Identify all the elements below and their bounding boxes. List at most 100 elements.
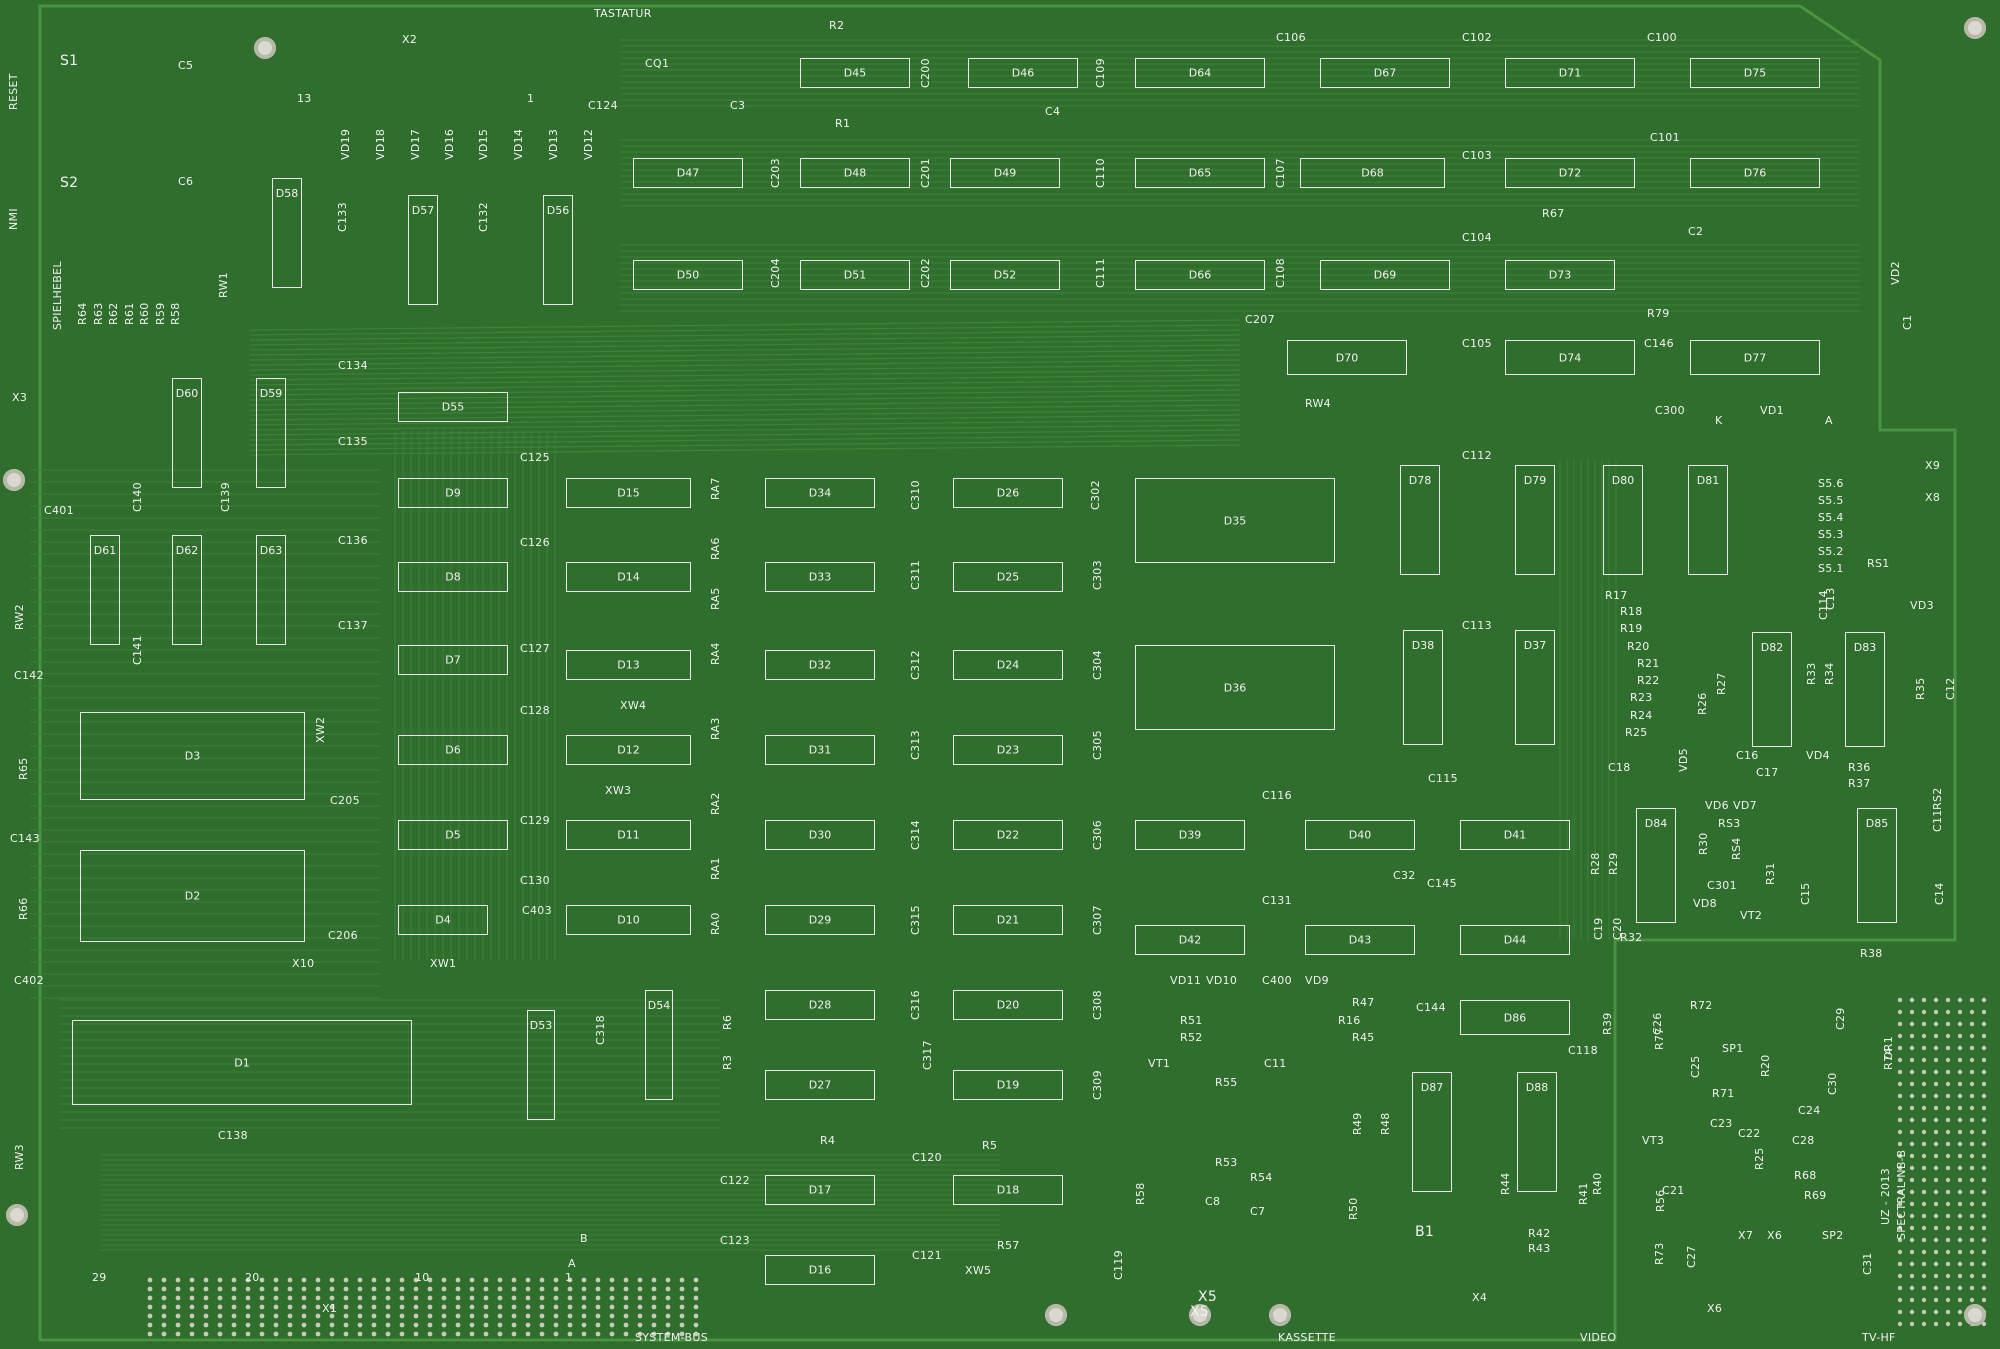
silk-c401: C401 (44, 504, 74, 517)
via-pad (497, 1331, 503, 1337)
via-pad (399, 1277, 405, 1283)
via-pad (1921, 1117, 1927, 1123)
silk-x1: X1 (322, 1302, 338, 1315)
via-pad (1957, 1165, 1963, 1171)
via-pad (189, 1277, 195, 1283)
silk-c8: C8 (1205, 1195, 1221, 1208)
silk-s55: S5.5 (1818, 494, 1844, 507)
silk-c6: C6 (178, 175, 194, 188)
silk-r71: R71 (1712, 1087, 1735, 1100)
via-pad (1897, 1285, 1903, 1291)
chip-d19: D19 (953, 1070, 1063, 1100)
silk-ra2: RA2 (709, 792, 722, 815)
via-pad (1981, 1021, 1987, 1027)
silk-r57: R57 (997, 1239, 1020, 1252)
via-pad (693, 1322, 699, 1328)
silk-c16: C16 (1736, 749, 1759, 762)
silk-s56: S5.6 (1818, 477, 1844, 490)
via-pad (525, 1322, 531, 1328)
via-pad (637, 1304, 643, 1310)
via-pad (1921, 997, 1927, 1003)
silk-vt2: VT2 (1740, 909, 1763, 922)
via-pad (1921, 1045, 1927, 1051)
trace (249, 324, 1241, 336)
via-pad (679, 1313, 685, 1319)
trace (249, 394, 1241, 406)
chip-label: D35 (1223, 514, 1247, 527)
via-pad (441, 1304, 447, 1310)
silk-c109: C109 (1094, 58, 1107, 88)
via-pad (1921, 1213, 1927, 1219)
via-pad (343, 1277, 349, 1283)
via-pad (203, 1304, 209, 1310)
via-pad (175, 1331, 181, 1337)
via-pad (1897, 1189, 1903, 1195)
chip-d1: D1 (72, 1020, 412, 1105)
via-pad (441, 1322, 447, 1328)
via-pad (497, 1304, 503, 1310)
via-pad (665, 1295, 671, 1301)
trace (249, 334, 1241, 346)
via-pad (623, 1331, 629, 1337)
via-pad (1897, 1141, 1903, 1147)
via-pad (1897, 1069, 1903, 1075)
via-pad (217, 1331, 223, 1337)
silk-c108: C108 (1274, 258, 1287, 288)
silk-r49: R49 (1351, 1112, 1364, 1135)
via-pad (1909, 1297, 1915, 1303)
silk-r61: R61 (123, 302, 136, 325)
silk-rs3: RS3 (1718, 817, 1741, 830)
via-pad (637, 1295, 643, 1301)
via-pad (1897, 1105, 1903, 1111)
silk-sp1: SP1 (1722, 1042, 1744, 1055)
via-pad (525, 1277, 531, 1283)
chip-label: D34 (808, 486, 832, 500)
via-pad (455, 1331, 461, 1337)
silk-r50: R50 (1347, 1197, 1360, 1220)
silk-vd7: VD7 (1733, 799, 1757, 812)
via-pad (483, 1295, 489, 1301)
silk-vd1: VD1 (1760, 404, 1784, 417)
via-pad (1921, 1201, 1927, 1207)
via-pad (483, 1331, 489, 1337)
chip-label: D84 (1644, 817, 1668, 830)
trace (249, 354, 1241, 366)
silk-s52: S5.2 (1818, 545, 1844, 558)
via-pad (1957, 1093, 1963, 1099)
via-pad (581, 1313, 587, 1319)
via-pad (1957, 1189, 1963, 1195)
via-pad (329, 1331, 335, 1337)
via-pad (1945, 1057, 1951, 1063)
silk-r20: R20 (1627, 640, 1650, 653)
via-pad (1897, 1045, 1903, 1051)
via-pad (287, 1304, 293, 1310)
chip-label: D5 (445, 828, 461, 842)
via-pad (623, 1295, 629, 1301)
chip-d52: D52 (950, 260, 1060, 290)
via-pad (1921, 1225, 1927, 1231)
silk-x5b: X5 (1190, 1304, 1210, 1320)
via-pad (1957, 1273, 1963, 1279)
via-pad (287, 1313, 293, 1319)
via-pad (679, 1286, 685, 1292)
silk-c144: C144 (1416, 1001, 1446, 1014)
silk-c132: C132 (477, 202, 490, 232)
silk-n29: 29 (92, 1271, 107, 1284)
chip-label: D49 (993, 166, 1017, 180)
via-pad (469, 1277, 475, 1283)
via-pad (1981, 1009, 1987, 1015)
silk-vd8: VD8 (1693, 897, 1717, 910)
via-pad (287, 1277, 293, 1283)
silk-c124: C124 (588, 99, 618, 112)
silk-vd2: VD2 (1889, 261, 1902, 285)
silk-c111: C111 (1094, 258, 1107, 288)
chip-d6: D6 (398, 735, 508, 765)
via-pad (679, 1295, 685, 1301)
via-pad (357, 1322, 363, 1328)
chip-label: D20 (996, 998, 1020, 1012)
chip-d7: D7 (398, 645, 508, 675)
via-pad (623, 1313, 629, 1319)
via-pad (1933, 1021, 1939, 1027)
silk-nmi: NMI (7, 208, 20, 230)
chip-label: D9 (445, 486, 461, 500)
